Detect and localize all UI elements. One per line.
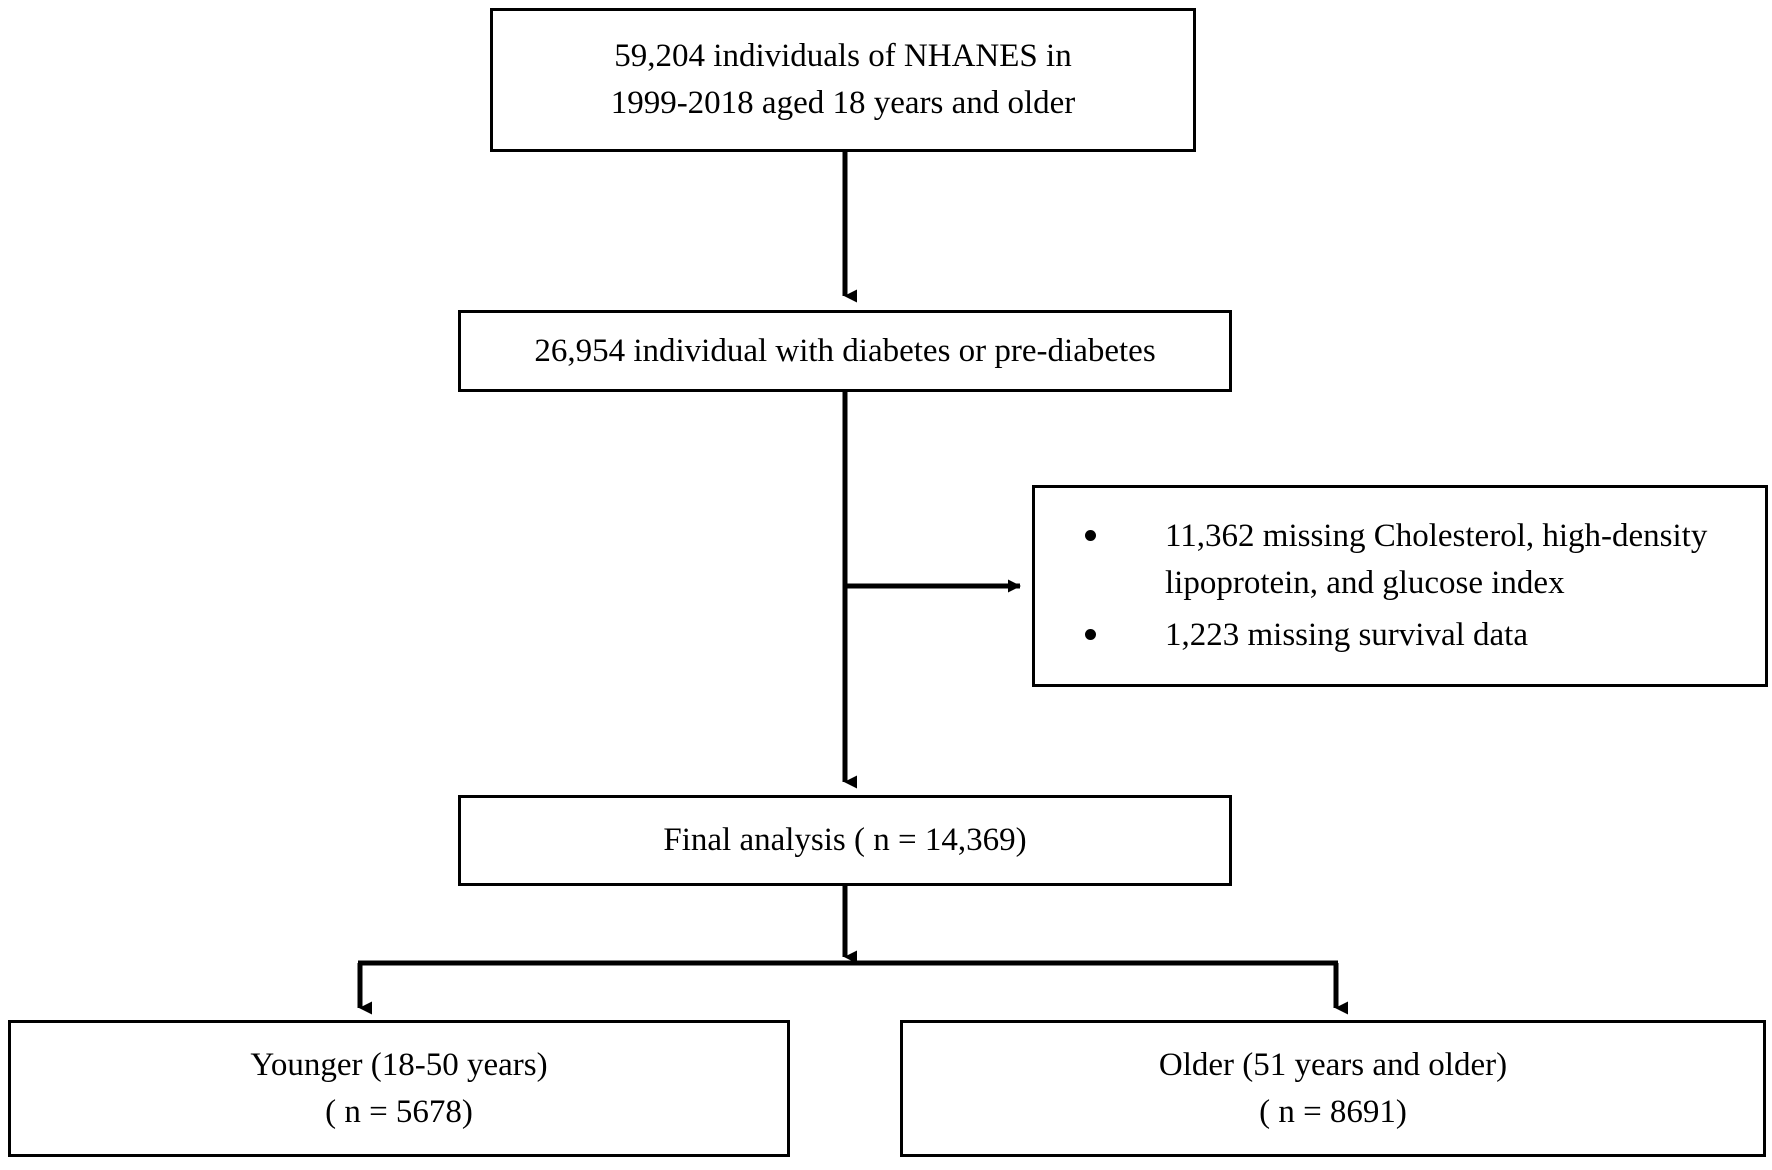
- node-source-line-2: 1999-2018 aged 18 years and older: [610, 85, 1076, 121]
- bullet-dot-icon: [1085, 529, 1096, 541]
- node-exclusion-criteria: 11,362 missing Cholesterol, high-density…: [1032, 485, 1768, 687]
- node-older-group: Older (51 years and older) ( n = 8691): [900, 1020, 1766, 1157]
- node-final-line-1: Final analysis ( n = 14,369): [663, 822, 1027, 859]
- node-older-line-2: ( n = 8691): [1259, 1093, 1407, 1130]
- bullet-dot-icon: [1085, 629, 1096, 641]
- list-item: 1,223 missing survival data: [1055, 612, 1751, 659]
- node-final-analysis: Final analysis ( n = 14,369): [458, 795, 1232, 886]
- exclusion-bullet-list: 11,362 missing Cholesterol, high-density…: [1055, 513, 1751, 660]
- node-younger-line-2: ( n = 5678): [325, 1093, 473, 1130]
- node-source-line-1: 59,204 individuals of NHANES in: [614, 38, 1072, 75]
- node-eligible-line-1: 26,954 individual with diabetes or pre-d…: [534, 332, 1156, 369]
- list-item: 11,362 missing Cholesterol, high-density…: [1055, 513, 1751, 607]
- exclusion-bullet-text-2: 1,223 missing survival data: [1165, 617, 1528, 654]
- node-younger-group: Younger (18-50 years) ( n = 5678): [8, 1020, 790, 1157]
- node-younger-line-1: Younger (18-50 years): [250, 1046, 548, 1083]
- exclusion-bullet-text-1: 11,362 missing Cholesterol, high-density…: [1165, 517, 1708, 601]
- node-older-line-1: Older (51 years and older): [1158, 1046, 1508, 1083]
- node-source-population: 59,204 individuals of NHANES in 1999-201…: [490, 8, 1196, 152]
- node-eligible-population: 26,954 individual with diabetes or pre-d…: [458, 310, 1232, 392]
